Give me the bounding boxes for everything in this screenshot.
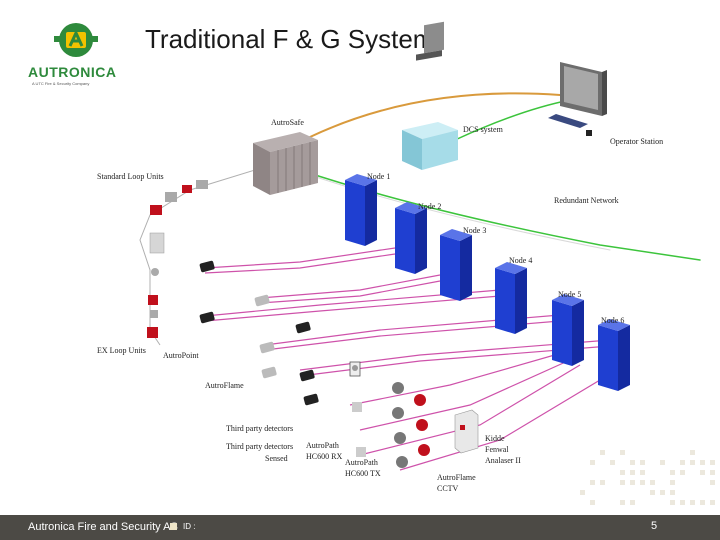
standard-loop-units <box>147 180 208 338</box>
label-kidde-1: Kidde <box>485 434 505 444</box>
dot <box>700 500 705 505</box>
label-autropath-tx-1: AutroPath <box>345 458 378 468</box>
operator-station <box>548 62 607 136</box>
dot <box>620 480 625 485</box>
label-third-party-sensed-2: Sensed <box>265 454 288 464</box>
node-cabinet-3 <box>440 229 472 301</box>
dot <box>710 460 715 465</box>
dot <box>620 450 625 455</box>
kidde-analyser <box>455 410 478 453</box>
dot <box>680 470 685 475</box>
dot <box>610 460 615 465</box>
dot <box>660 460 665 465</box>
dot <box>690 450 695 455</box>
dot <box>620 500 625 505</box>
label-node1: Node 1 <box>367 172 390 182</box>
label-operator: Operator Station <box>610 137 663 147</box>
dot <box>580 490 585 495</box>
label-redundant: Redundant Network <box>554 196 619 206</box>
dot <box>630 480 635 485</box>
decorative-dot-pattern <box>560 440 720 515</box>
label-autrosafe: AutroSafe <box>271 118 304 128</box>
label-dcs: DCS system <box>463 125 503 135</box>
label-autroflame: AutroFlame <box>205 381 244 391</box>
dot <box>590 480 595 485</box>
node-cabinet-6 <box>598 319 630 391</box>
ex-loop-cables <box>205 248 610 470</box>
dot <box>660 490 665 495</box>
label-kidde-3: Analaser II <box>485 456 521 466</box>
dot <box>670 470 675 475</box>
dcs-system <box>402 22 458 170</box>
label-autroflame-cctv-1: AutroFlame <box>437 473 476 483</box>
page-number: 5 <box>651 520 657 532</box>
dot <box>640 460 645 465</box>
label-node5: Node 5 <box>558 290 581 300</box>
label-node3: Node 3 <box>463 226 486 236</box>
footer-company: Autronica Fire and Security AS <box>28 521 178 533</box>
dot <box>690 460 695 465</box>
label-autroflame-cctv-2: CCTV <box>437 484 458 494</box>
dot <box>680 500 685 505</box>
node-cabinet-4 <box>495 262 527 334</box>
label-autropath-tx-2: HC600 TX <box>345 469 381 479</box>
dot <box>690 500 695 505</box>
autrosafe-cabinet <box>253 132 318 195</box>
dot <box>630 500 635 505</box>
fg-system-diagram <box>0 0 720 515</box>
dot <box>590 460 595 465</box>
label-third-party: Third party detectors <box>226 424 293 434</box>
footer-id-label: ID : <box>183 522 195 531</box>
dot <box>710 470 715 475</box>
dot <box>670 500 675 505</box>
dot <box>640 470 645 475</box>
dot <box>650 490 655 495</box>
dot <box>670 490 675 495</box>
dot <box>630 460 635 465</box>
dot <box>710 500 715 505</box>
dot <box>630 470 635 475</box>
dot <box>600 480 605 485</box>
label-autropath-rx-1: AutroPath <box>306 441 339 451</box>
dot <box>590 500 595 505</box>
label-autropoint: AutroPoint <box>163 351 199 361</box>
path-detectors <box>350 362 430 468</box>
dot <box>600 450 605 455</box>
label-node2: Node 2 <box>418 202 441 212</box>
label-kidde-2: Fenwal <box>485 445 509 455</box>
dot <box>710 480 715 485</box>
label-ex-loop: EX Loop Units <box>97 346 146 356</box>
footer-square-icon <box>170 523 177 530</box>
dot <box>700 460 705 465</box>
node-cabinet-1 <box>345 174 377 246</box>
dot <box>700 470 705 475</box>
node-cabinet-2 <box>395 202 427 274</box>
dot <box>620 470 625 475</box>
label-autropath-rx-2: HC600 RX <box>306 452 342 462</box>
label-node6: Node 6 <box>601 316 624 326</box>
dot <box>640 480 645 485</box>
dot <box>680 460 685 465</box>
label-node4: Node 4 <box>509 256 532 266</box>
label-third-party-sensed-1: Third party detectors <box>226 442 293 452</box>
label-standard-loop: Standard Loop Units <box>97 172 164 182</box>
node-cabinet-5 <box>552 294 584 366</box>
dot <box>650 480 655 485</box>
dot <box>670 480 675 485</box>
